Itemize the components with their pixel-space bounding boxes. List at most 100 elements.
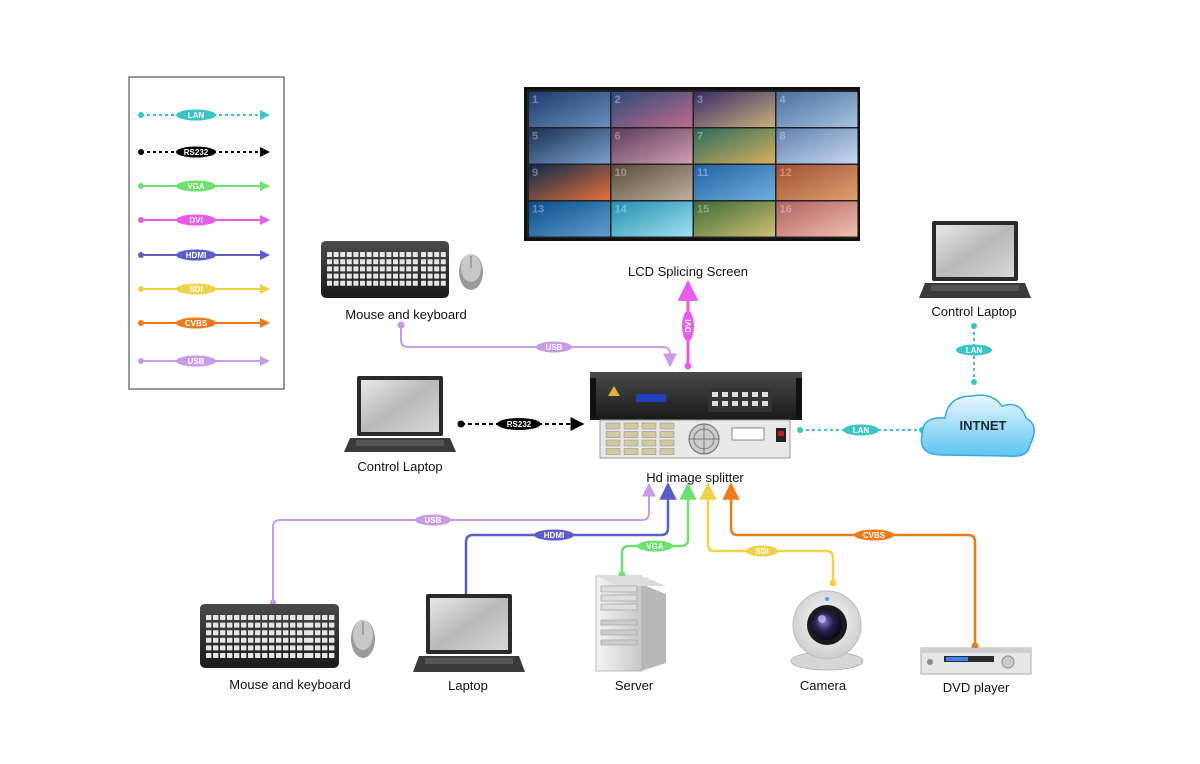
svg-text:VGA: VGA [646, 542, 664, 551]
splitter-label: Hd image splitter [646, 470, 744, 485]
legend-pill [176, 109, 216, 121]
top-mouse-and-keyboard: Mouse and keyboard [321, 241, 483, 322]
screen-tile-number: 5 [532, 131, 538, 143]
screen-tile: 5 [529, 128, 610, 164]
svg-text:RS232: RS232 [507, 420, 532, 429]
sdi-dot [829, 579, 837, 587]
screen-tile: 6 [611, 128, 693, 164]
screen-tile: 8 [776, 128, 858, 164]
top-usb-line [400, 325, 677, 368]
legend-dot [138, 217, 144, 223]
cloud-icon [920, 394, 1035, 458]
cloud-label: INTNET [960, 418, 1007, 433]
splitter-rear-panel [599, 419, 791, 459]
legend-pill [176, 249, 216, 261]
screen-tile: 14 [611, 201, 693, 237]
keyboard-icon [321, 241, 449, 298]
bottom-mouse-and-keyboard: Mouse and keyboard [200, 604, 375, 692]
camera: Camera [790, 590, 864, 693]
screen-tile: 13 [529, 201, 610, 237]
legend-dot [138, 320, 144, 326]
connection-labels: USB DVI RS232 LAN LAN USB HDMI VGA [415, 311, 992, 557]
legend-arrow [260, 318, 270, 328]
camera-icon [790, 590, 864, 671]
screen-tile-number: 12 [780, 167, 792, 179]
rs232-dot [457, 420, 465, 428]
lcd-splicing-screen-label: LCD Splicing Screen [628, 264, 748, 279]
svg-text:LAN: LAN [966, 346, 983, 355]
legend-label: HDMI [186, 251, 206, 260]
legend-pill [176, 317, 216, 329]
screen-tile: 4 [776, 92, 858, 127]
screen-tile-number: 7 [697, 131, 703, 143]
bottom-keyboard-label: Mouse and keyboard [229, 677, 350, 692]
screen-tile-number: 1 [532, 94, 538, 106]
screen-tile-number: 11 [697, 167, 709, 179]
legend-label: RS232 [184, 148, 209, 157]
svg-text:USB: USB [546, 343, 563, 352]
cvbs-line [722, 482, 977, 646]
svg-text:DVI: DVI [684, 319, 693, 332]
screen-tile: 3 [694, 92, 775, 127]
lan-cloud-dot-left [797, 427, 803, 433]
right-control-laptop: Control Laptop [919, 221, 1031, 319]
left-control-laptop: Control Laptop [344, 376, 456, 474]
legend-item-sdi: SDI [138, 283, 270, 295]
server: Server [595, 575, 666, 693]
bottom-usb-line [272, 482, 656, 603]
legend-item-dvi: DVI [138, 214, 270, 226]
legend-pill [176, 214, 216, 226]
legend-item-cvbs: CVBS [138, 317, 270, 329]
screen-tile: 1 [529, 92, 610, 127]
legend-arrow [260, 215, 270, 225]
legend-dot [138, 112, 144, 118]
mouse-icon [459, 254, 483, 290]
server-label: Server [615, 678, 654, 693]
screen-tile-number: 8 [780, 131, 786, 143]
screen-tile-number: 3 [697, 94, 703, 106]
screen-tile: 11 [694, 165, 775, 200]
screen-tile-number: 2 [615, 94, 621, 106]
legend-label: VGA [187, 182, 205, 191]
lan-laptop-dot-top [971, 323, 977, 329]
top-keyboard-label: Mouse and keyboard [345, 307, 466, 322]
top-usb-pill: USB [536, 341, 572, 353]
legend-arrow [260, 147, 270, 157]
legend-label: CVBS [185, 319, 208, 328]
internet-cloud: INTNET [920, 394, 1035, 458]
svg-text:CVBS: CVBS [863, 531, 886, 540]
dvi-start-dot [684, 362, 692, 370]
legend-arrow [260, 356, 270, 366]
cvbs-pill: CVBS [854, 529, 894, 541]
keyboard-icon [200, 604, 339, 668]
dvi-pill: DVI [682, 311, 694, 341]
screen-tile: 12 [776, 165, 858, 200]
laptop-icon [413, 594, 525, 672]
legend-pill [176, 146, 216, 158]
svg-text:SDI: SDI [755, 547, 768, 556]
screen-tile-number: 15 [697, 204, 709, 216]
vga-line [620, 482, 697, 575]
legend-border [128, 76, 285, 390]
sdi-line [699, 482, 835, 583]
screen-tile: 2 [611, 92, 693, 127]
legend-arrow [260, 110, 270, 120]
lan-cloud-pill: LAN [843, 424, 879, 436]
laptop-icon [344, 376, 456, 452]
right-laptop-label: Control Laptop [931, 304, 1016, 319]
top-usb-dot [397, 321, 405, 329]
dvd-player: DVD player [920, 647, 1032, 695]
legend-dot [138, 149, 144, 155]
legend-item-rs232: RS232 [138, 146, 270, 158]
screen-tile: 15 [694, 201, 775, 237]
svg-text:LAN: LAN [853, 426, 870, 435]
screen-tile-number: 4 [780, 94, 787, 106]
screen-tile-number: 9 [532, 167, 538, 179]
screen-tile: 7 [694, 128, 775, 164]
vga-pill: VGA [637, 540, 673, 552]
legend-label: LAN [188, 111, 205, 120]
screen-tile-number: 13 [532, 204, 544, 216]
screen-tile-number: 14 [615, 204, 628, 216]
